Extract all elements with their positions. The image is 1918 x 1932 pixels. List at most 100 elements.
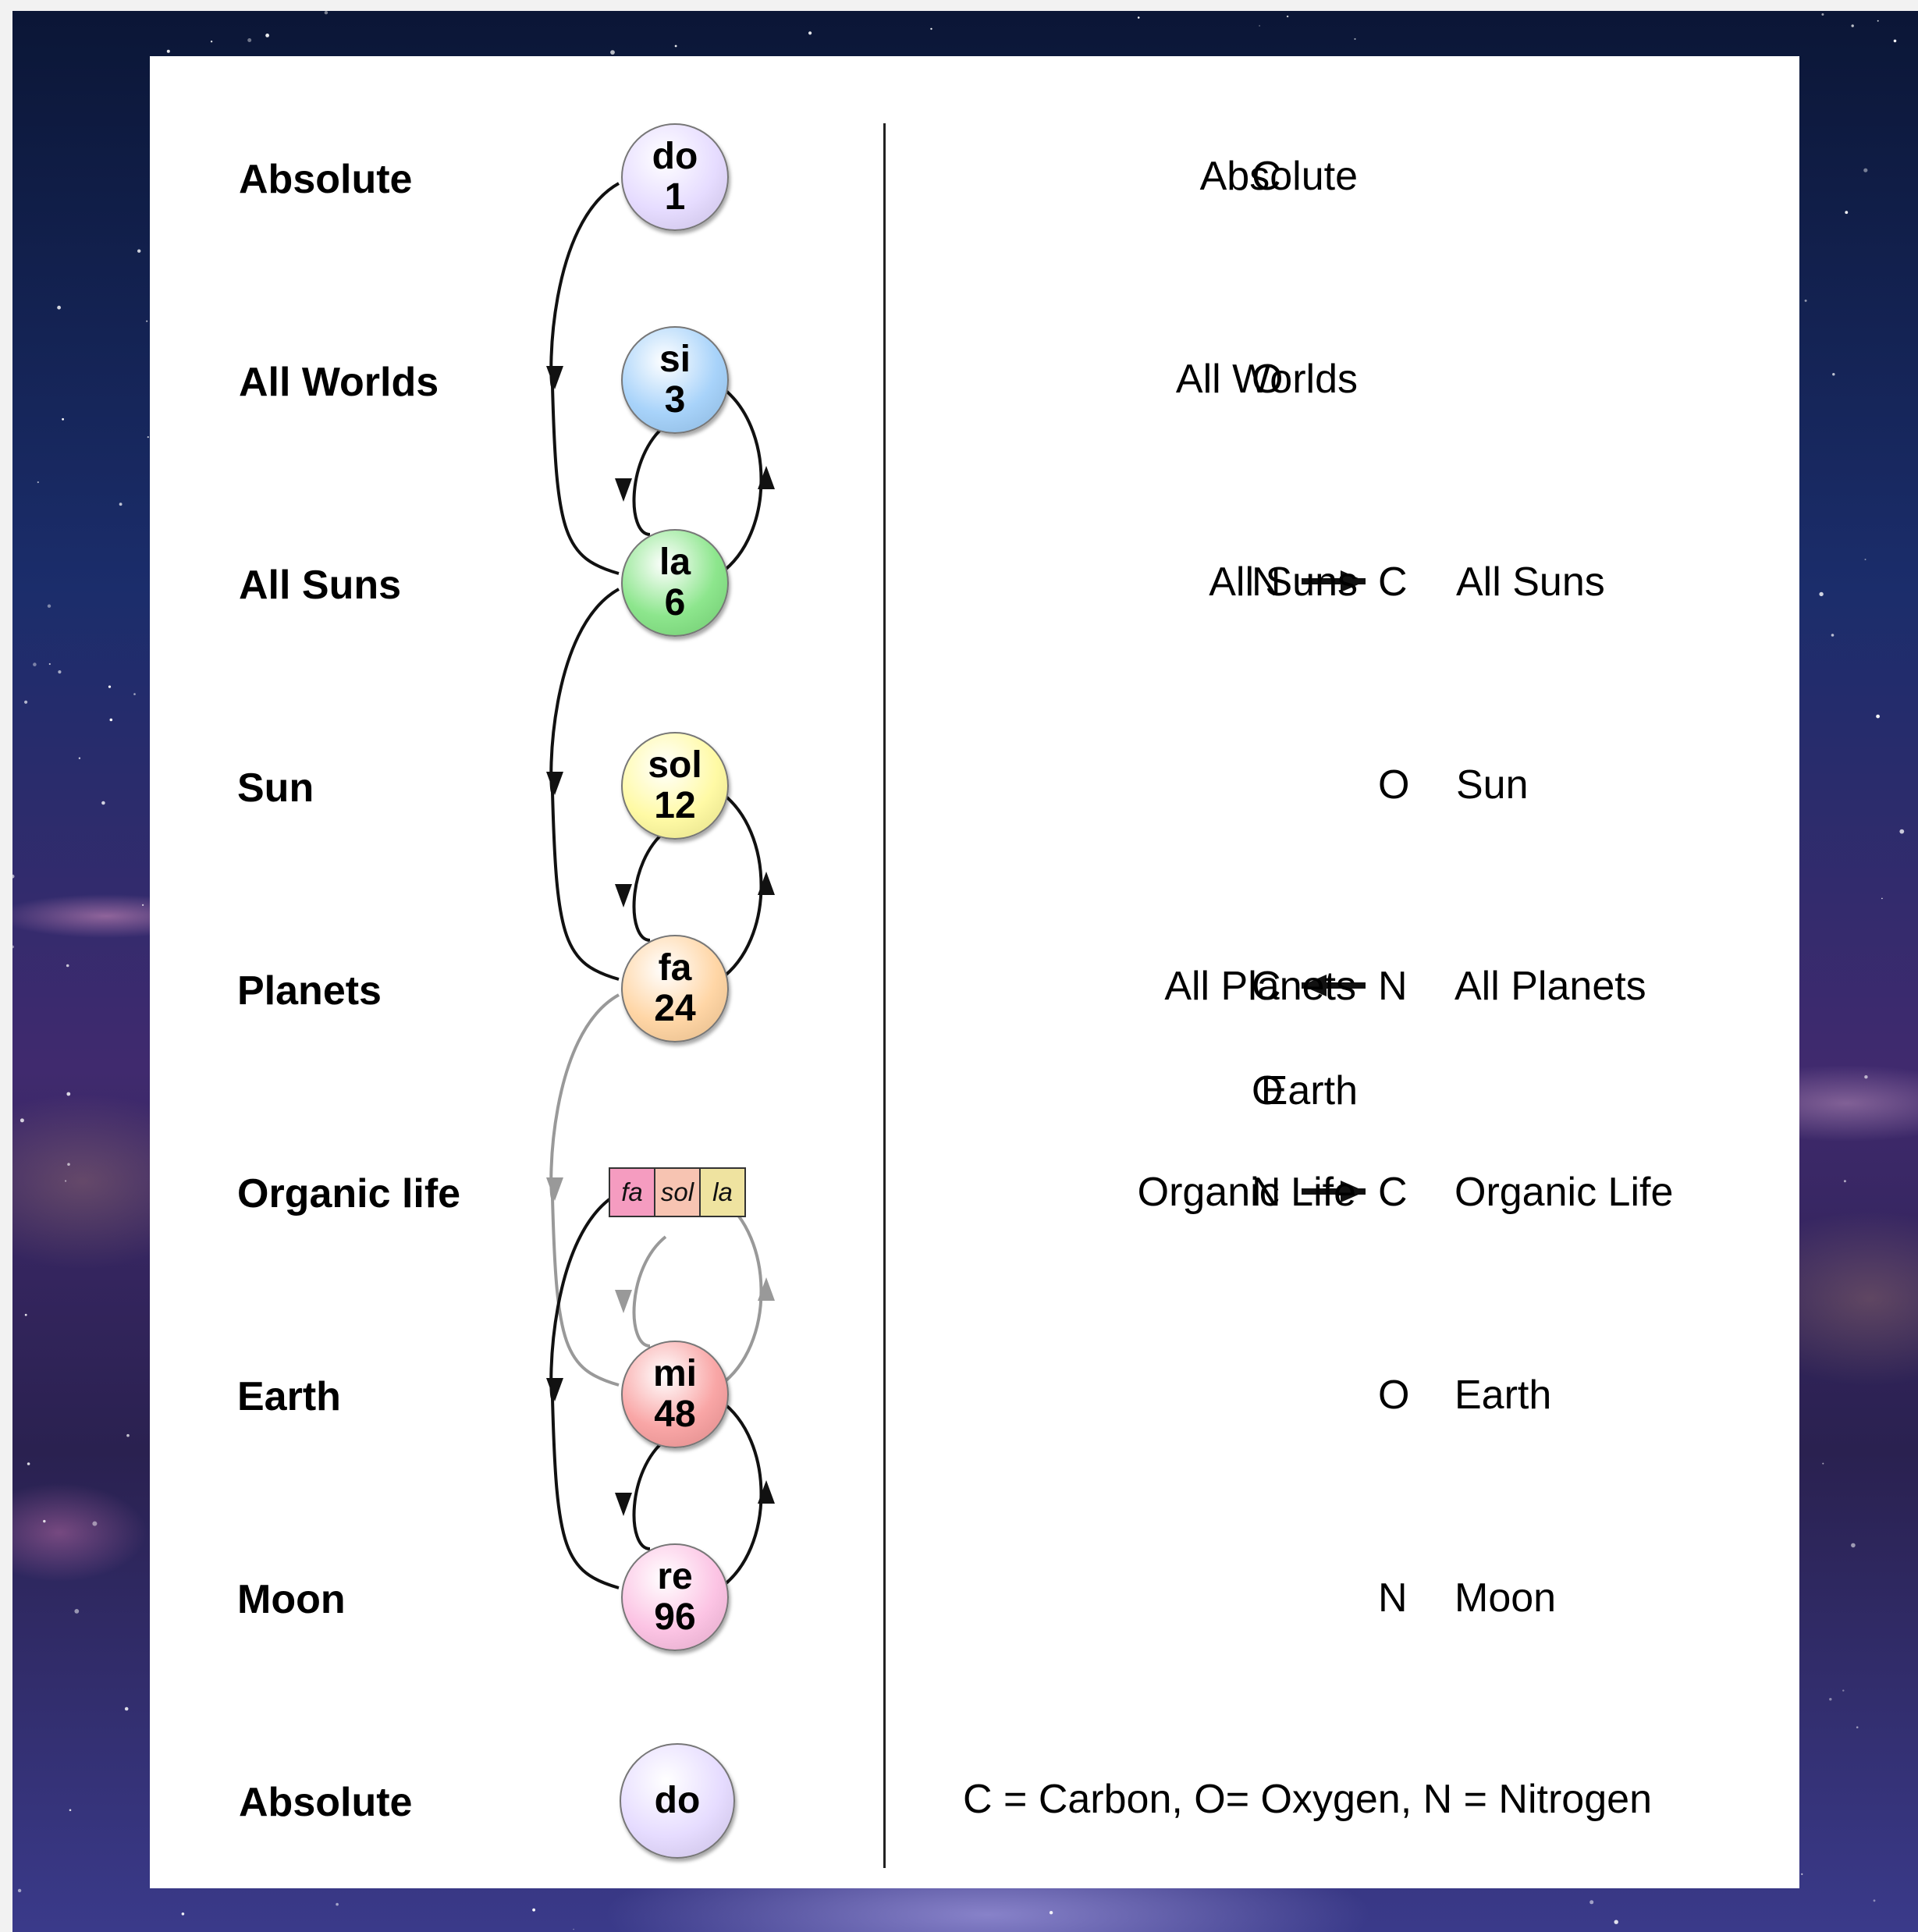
right-row-3-left-label: All Suns <box>1209 559 1358 605</box>
organic-life-notes-box: fa sol la <box>609 1167 746 1217</box>
star <box>1864 559 1866 560</box>
star <box>33 662 37 666</box>
star <box>1863 168 1868 172</box>
star <box>58 670 62 674</box>
right-row-8-right-label: Earth <box>1454 1373 1552 1418</box>
note-name: fa <box>658 947 692 989</box>
arc-mi-to-re-arrowhead <box>615 1493 632 1516</box>
arc-organic-to-re-arrowhead <box>546 1378 563 1401</box>
star <box>1804 299 1807 302</box>
star <box>674 44 677 48</box>
star <box>147 436 149 439</box>
star <box>1856 1726 1859 1728</box>
star <box>24 700 28 704</box>
note-number: 6 <box>664 582 686 623</box>
star <box>930 27 932 30</box>
star <box>66 964 69 968</box>
right-row-5-right-label: All Planets <box>1454 964 1646 1009</box>
star <box>133 693 136 695</box>
star <box>24 1313 27 1316</box>
star <box>1873 1899 1876 1902</box>
arc-do-to-la <box>549 182 620 575</box>
arc-si-to-la-arrowhead <box>615 478 632 502</box>
star <box>137 249 141 253</box>
right-row-1-symbol: C <box>1252 154 1281 199</box>
right-row-3-right-label: All Suns <box>1456 559 1605 605</box>
right-row-3-symbol-2: C <box>1378 559 1408 605</box>
right-row-7-symbol-1: N <box>1252 1170 1281 1215</box>
page-edge-left <box>0 0 12 1932</box>
star <box>1832 373 1835 376</box>
page-edge-top <box>0 0 1918 11</box>
star <box>1845 211 1849 215</box>
note-node-si: si 3 <box>621 326 729 434</box>
stars <box>12 11 1905 1930</box>
arc-fa-to-sol <box>719 790 763 981</box>
left-label-absolute: Absolute <box>239 157 413 202</box>
star <box>181 1912 185 1916</box>
star <box>119 503 123 506</box>
star <box>146 320 148 322</box>
star <box>27 1462 30 1465</box>
arc-la-to-fa-arrowhead <box>546 772 563 795</box>
right-row-3-symbol-1: N <box>1252 559 1281 605</box>
note-number: 24 <box>654 988 696 1029</box>
star <box>78 757 81 759</box>
star <box>1801 1873 1803 1875</box>
arc-fa-to-mi-arrowhead <box>546 1177 563 1201</box>
star <box>101 801 105 805</box>
note-number: 12 <box>654 785 696 826</box>
arc-organic-to-mi <box>632 1235 667 1348</box>
arc-sol-to-fa-arrowhead <box>615 884 632 907</box>
left-label-absolute-bottom: Absolute <box>239 1780 413 1825</box>
left-label-moon: Moon <box>237 1577 346 1622</box>
note-node-la: la 6 <box>621 529 729 637</box>
star <box>66 1092 71 1096</box>
star <box>573 1928 574 1930</box>
note-node-re: re 96 <box>621 1543 729 1651</box>
arc-fa-to-mi <box>549 993 620 1387</box>
star <box>47 604 52 608</box>
arc-mi-to-organic <box>719 1196 763 1387</box>
star <box>808 31 812 35</box>
star <box>69 1809 72 1812</box>
right-row-6-left-label: Earth <box>1260 1068 1358 1113</box>
star <box>1614 1920 1618 1924</box>
note-name: mi <box>652 1353 697 1395</box>
note-number: 1 <box>664 176 686 218</box>
star <box>1831 634 1835 637</box>
note-node-mi: mi 48 <box>621 1341 729 1448</box>
star <box>20 1118 24 1123</box>
star <box>1842 1689 1845 1692</box>
star <box>1821 13 1824 16</box>
star <box>1589 1900 1594 1905</box>
star <box>1864 1075 1868 1079</box>
diagram-card: Absolute All Worlds All Suns Sun Planets… <box>150 56 1799 1888</box>
note-node-do: do 1 <box>621 123 729 231</box>
star <box>1137 16 1140 19</box>
star <box>610 50 615 55</box>
arc-si-to-la <box>632 424 667 536</box>
arc-mi-to-organic-arrowhead <box>758 1277 775 1301</box>
star <box>247 38 252 42</box>
note-name: re <box>657 1556 693 1598</box>
arc-sol-to-fa <box>632 829 667 942</box>
star <box>67 1163 70 1166</box>
star <box>1876 714 1881 719</box>
star <box>37 481 39 484</box>
note-name: do <box>654 1780 701 1822</box>
star <box>48 662 51 666</box>
star <box>1899 829 1905 834</box>
note-node-sol: sol 12 <box>621 732 729 840</box>
note-number: 3 <box>664 379 686 421</box>
arc-layer <box>546 182 1366 1589</box>
star <box>1049 1911 1053 1915</box>
element-legend: C = Carbon, O= Oxygen, N = Nitrogen <box>963 1777 1652 1822</box>
note-number: 48 <box>654 1394 696 1435</box>
star <box>12 945 15 949</box>
right-row-5-symbol-1: C <box>1252 964 1281 1009</box>
star <box>65 1180 67 1182</box>
note-name: si <box>659 339 691 381</box>
note-node-do-bottom: do <box>620 1743 735 1859</box>
star <box>92 1521 98 1526</box>
